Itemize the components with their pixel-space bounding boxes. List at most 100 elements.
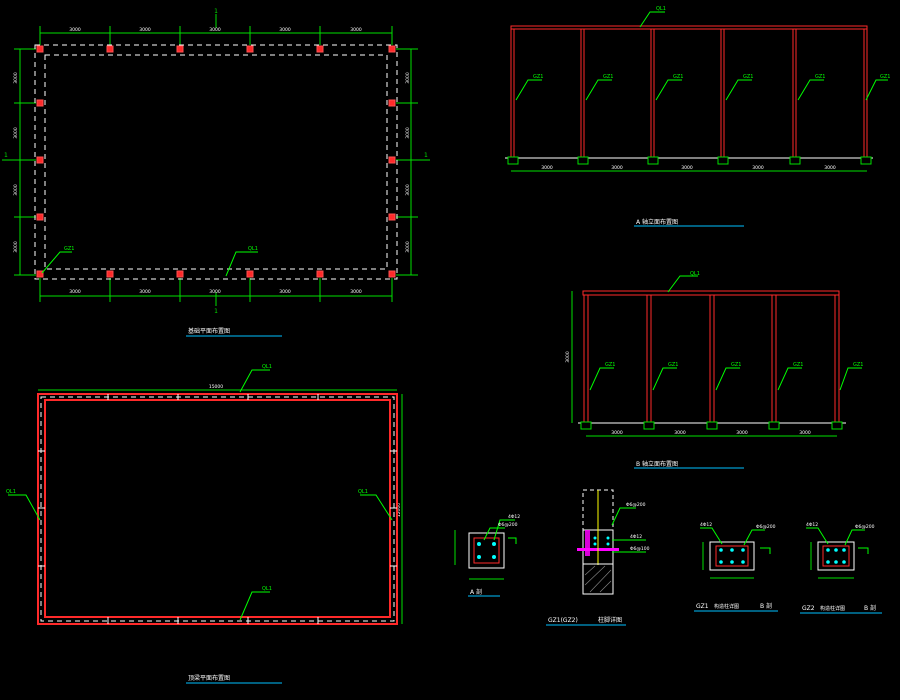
plan-corner-callout: GZ1 <box>64 246 74 252</box>
elev-a-top-callout: QL1 <box>656 6 666 12</box>
beam-plan-right-callout-line <box>360 494 393 521</box>
plan-right-dim-3: 3000 <box>405 184 411 196</box>
elev-a-top-callout-line <box>639 11 665 28</box>
beam-plan-bottom-callout-line <box>239 591 270 621</box>
plan-right-dim-1: 3000 <box>405 72 411 84</box>
elev-b-col-callout-4: GZ1 <box>793 362 803 368</box>
detail-a-section: 4Φ12 Φ6@200 A 剖 <box>454 514 520 597</box>
plan-top-dim-5: 3000 <box>350 27 362 33</box>
plan-bottom-dim-4: 3000 <box>279 289 291 295</box>
beam-plan-outer <box>37 393 398 625</box>
detail-column-foot: Φ6@200 4Φ12 Φ6@100 GZ1(GZ2) 柱脚详图 <box>546 489 650 626</box>
detail-a-stirrup <box>473 537 500 564</box>
plan-left-dim-1: 3000 <box>13 72 19 84</box>
plan-corner-callout-line <box>41 251 72 274</box>
beam-plan-bottom-callout: QL1 <box>262 586 272 592</box>
plan-top-dim-4: 3000 <box>279 27 291 33</box>
detail-gz1-caption: 构造柱详图 <box>714 603 739 610</box>
elev-a-col-callout-6: GZ1 <box>880 74 890 80</box>
detail-gz2-caption: 构造柱详图 <box>820 605 845 612</box>
detail-a-note-1: 4Φ12 <box>508 514 520 520</box>
beam-plan-right-dim: 12000 <box>396 503 402 517</box>
plan-top-dim-3: 3000 <box>209 27 221 33</box>
plan-left-dim-2: 3000 <box>13 127 19 139</box>
elev-a-col-callout-2: GZ1 <box>603 74 613 80</box>
elevation-a: 3000 3000 3000 3000 3000 QL1 GZ1 GZ1 GZ1… <box>505 6 890 227</box>
elev-b-col-callout-2: GZ1 <box>668 362 678 368</box>
plan-bottom-dim-5: 3000 <box>350 289 362 295</box>
detail-gz1-label: GZ1 <box>696 603 709 610</box>
detail-a-title: A 剖 <box>470 588 482 596</box>
plan-right-dim-4: 3000 <box>405 241 411 253</box>
beam-plan-top-dim: 15000 <box>209 384 223 390</box>
beam-plan: 15000 12000 QL1 QL1 QL1 QL1 顶梁平面布置图 <box>6 364 403 684</box>
plan-top-dim-1: 3000 <box>69 27 81 33</box>
detail-foot-footing <box>582 563 614 595</box>
elev-a-col-callout-5: GZ1 <box>815 74 825 80</box>
plan-bottom-dim-3: 3000 <box>209 289 221 295</box>
detail-foot-note-3: Φ6@100 <box>630 546 650 552</box>
plan-beam-callout-line <box>225 251 258 277</box>
elev-a-col-callout-4: GZ1 <box>743 74 753 80</box>
elev-a-dim-1: 3000 <box>541 165 553 171</box>
detail-foot-note-2: 4Φ12 <box>630 534 642 540</box>
plan-inner-dashed <box>44 54 388 270</box>
foundation-plan: 1 1 1 1 3000 3000 3000 3000 3000 3000 30… <box>2 8 430 337</box>
elev-b-title: B 轴立面布置图 <box>636 460 678 468</box>
detail-a-rebars <box>477 542 496 559</box>
detail-gz1: 4Φ12 Φ6@200 GZ1 构造柱详图 B 剖 <box>694 522 778 612</box>
detail-gz1-title: B 剖 <box>760 602 772 610</box>
detail-a-note-2: Φ6@200 <box>498 522 518 528</box>
elev-a-title: A 轴立面布置图 <box>636 218 678 226</box>
elev-a-dim-5: 3000 <box>824 165 836 171</box>
detail-gz2-title: B 剖 <box>864 604 876 612</box>
elev-b-dim-2: 3000 <box>674 430 686 436</box>
detail-foot-label: GZ1(GZ2) <box>548 617 578 624</box>
plan-bottom-dim-1: 3000 <box>69 289 81 295</box>
plan-marker-right: 1 <box>424 152 428 159</box>
elevation-b: 3000 3000 3000 3000 3000 QL1 GZ1 GZ1 GZ1… <box>565 271 863 469</box>
detail-foot-note-1: Φ6@200 <box>626 502 646 508</box>
plan-beam-callout: QL1 <box>248 246 258 252</box>
plan-marker-top: 1 <box>214 8 218 15</box>
detail-gz2-note-1: 4Φ12 <box>806 522 818 528</box>
plan-marker-bottom: 1 <box>214 308 218 315</box>
detail-gz2-note-2: Φ6@200 <box>855 524 875 530</box>
plan-top-title: 基础平面布置图 <box>188 327 230 335</box>
plan-marker-left: 1 <box>4 152 8 159</box>
plan-columns <box>36 45 396 278</box>
elev-a-dim-4: 3000 <box>752 165 764 171</box>
beam-plan-left-callout: QL1 <box>6 489 16 495</box>
plan-left-dim-3: 3000 <box>13 184 19 196</box>
plan-left-dim-4: 3000 <box>13 241 19 253</box>
detail-foot-title: 柱脚详图 <box>598 616 622 624</box>
elev-b-col-callout-5: GZ1 <box>853 362 863 368</box>
elev-b-top-callout-line <box>667 275 698 293</box>
detail-gz1-note-2: Φ6@200 <box>756 524 776 530</box>
detail-gz2: 4Φ12 Φ6@200 GZ2 构造柱详图 B 剖 <box>800 522 882 614</box>
elev-b-top-callout: QL1 <box>690 271 700 277</box>
beam-plan-top-callout: QL1 <box>262 364 272 370</box>
beam-plan-left-callout-line <box>8 494 41 521</box>
elev-b-dim-4: 3000 <box>799 430 811 436</box>
elev-a-dim-2: 3000 <box>611 165 623 171</box>
elev-b-col-callout-3: GZ1 <box>731 362 741 368</box>
elev-a-top-beam <box>510 25 868 30</box>
elev-a-col-callout-1: GZ1 <box>533 74 543 80</box>
elev-b-height-dim: 3000 <box>565 351 571 363</box>
detail-gz2-label: GZ2 <box>802 605 815 612</box>
beam-plan-top-callout-line <box>239 369 270 393</box>
elev-b-dim-3: 3000 <box>736 430 748 436</box>
detail-a-concrete <box>468 532 505 569</box>
beam-plan-right-callout: QL1 <box>358 489 368 495</box>
plan-right-dim-2: 3000 <box>405 127 411 139</box>
elev-a-dim-3: 3000 <box>681 165 693 171</box>
detail-gz1-note-1: 4Φ12 <box>700 522 712 528</box>
plan-outer-dashed <box>34 44 398 280</box>
elev-b-col-callout-1: GZ1 <box>605 362 615 368</box>
plan-top-dim-2: 3000 <box>139 27 151 33</box>
elev-a-col-callout-3: GZ1 <box>673 74 683 80</box>
plan-bottom-dim-2: 3000 <box>139 289 151 295</box>
